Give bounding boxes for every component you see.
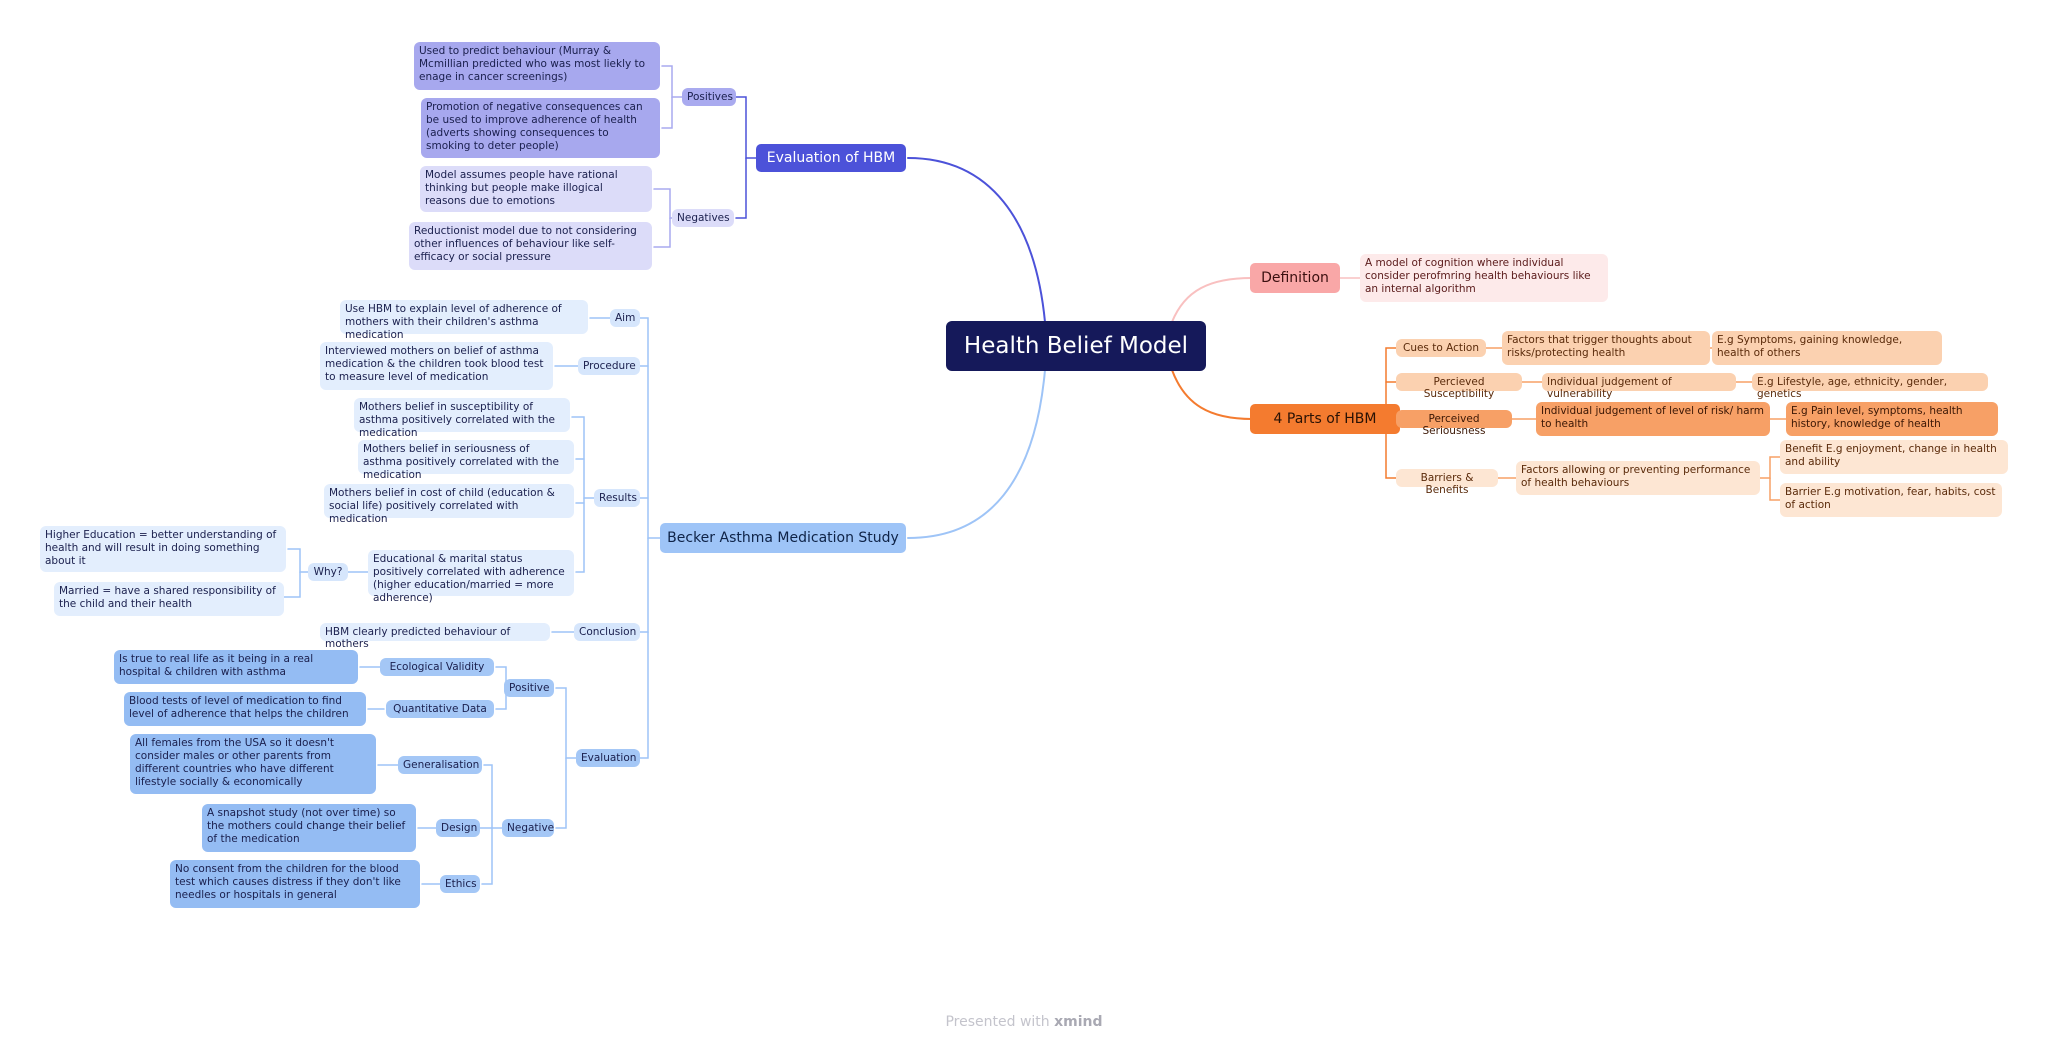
aim-text[interactable]: Use HBM to explain level of adherence of… [340, 300, 588, 341]
label-positives[interactable]: Positives [682, 88, 736, 106]
benefit-example[interactable]: Benefit E.g enjoyment, change in health … [1780, 440, 2008, 474]
link-center-becker [907, 369, 1046, 539]
hbm-negative-1[interactable]: Model assumes people have rational think… [420, 166, 652, 212]
label-ethics[interactable]: Ethics [440, 875, 480, 893]
label-cues-to-action[interactable]: Cues to Action [1396, 339, 1486, 357]
cues-example[interactable]: E.g Symptoms, gaining knowledge, health … [1712, 331, 1942, 365]
xmind-brand: xmind [1054, 1014, 1103, 1030]
definition-text[interactable]: A model of cognition where individual co… [1360, 254, 1608, 302]
hbm-negative-2[interactable]: Reductionist model due to not considerin… [409, 222, 652, 270]
label-barriers-benefits[interactable]: Barriers & Benefits [1396, 469, 1498, 496]
label-aim[interactable]: Aim [610, 309, 640, 327]
susceptibility-example[interactable]: E.g Lifestyle, age, ethnicity, gender, g… [1752, 373, 1988, 400]
topic-becker-study[interactable]: Becker Asthma Medication Study [660, 523, 906, 553]
quantitative-data-text[interactable]: Blood tests of level of medication to fi… [124, 692, 366, 726]
hbm-positive-1[interactable]: Used to predict behaviour (Murray & Mcmi… [414, 42, 660, 90]
susceptibility-desc[interactable]: Individual judgement of vulnerability [1542, 373, 1736, 400]
hbm-positive-2[interactable]: Promotion of negative consequences can b… [421, 98, 660, 158]
topic-evaluation-of-hbm[interactable]: Evaluation of HBM [756, 144, 906, 172]
result-2[interactable]: Mothers belief in seriousness of asthma … [358, 440, 574, 481]
link-center-definition [1171, 277, 1253, 323]
label-procedure[interactable]: Procedure [578, 357, 640, 375]
conclusion-text[interactable]: HBM clearly predicted behaviour of mothe… [320, 623, 550, 650]
barrier-example[interactable]: Barrier E.g motivation, fear, habits, co… [1780, 483, 2002, 517]
topic-4-parts-of-hbm[interactable]: 4 Parts of HBM [1250, 404, 1400, 434]
label-ecological-validity[interactable]: Ecological Validity [380, 658, 494, 676]
label-why[interactable]: Why? [308, 563, 348, 581]
result-3[interactable]: Mothers belief in cost of child (educati… [324, 484, 574, 525]
link-center-parts [1171, 369, 1253, 420]
link-center-evaluation [907, 157, 1046, 323]
label-perceived-seriousness[interactable]: Perceived Seriousness [1396, 410, 1512, 437]
label-percieved-susceptibility[interactable]: Percieved Susceptibility [1396, 373, 1522, 400]
label-quantitative-data[interactable]: Quantitative Data [386, 700, 494, 718]
label-conclusion[interactable]: Conclusion [574, 623, 640, 641]
label-design[interactable]: Design [436, 819, 480, 837]
topic-definition[interactable]: Definition [1250, 263, 1340, 293]
presented-with-footer: Presented with xmind [0, 1014, 2048, 1030]
footer-prefix: Presented with [945, 1014, 1055, 1030]
label-generalisation[interactable]: Generalisation [398, 756, 482, 774]
label-negative[interactable]: Negative [502, 819, 554, 837]
seriousness-example[interactable]: E.g Pain level, symptoms, health history… [1786, 402, 1998, 436]
ecological-validity-text[interactable]: Is true to real life as it being in a re… [114, 650, 358, 684]
label-evaluation[interactable]: Evaluation [576, 749, 640, 767]
cues-desc[interactable]: Factors that trigger thoughts about risk… [1502, 331, 1710, 365]
label-negatives[interactable]: Negatives [672, 209, 734, 227]
why-2[interactable]: Married = have a shared responsibility o… [54, 582, 284, 616]
central-topic[interactable]: Health Belief Model [946, 321, 1206, 371]
seriousness-desc[interactable]: Individual judgement of level of risk/ h… [1536, 402, 1770, 436]
generalisation-text[interactable]: All females from the USA so it doesn't c… [130, 734, 376, 794]
label-results[interactable]: Results [594, 489, 640, 507]
procedure-text[interactable]: Interviewed mothers on belief of asthma … [320, 342, 553, 390]
label-positive[interactable]: Positive [504, 679, 554, 697]
barriers-desc[interactable]: Factors allowing or preventing performan… [1516, 461, 1760, 495]
design-text[interactable]: A snapshot study (not over time) so the … [202, 804, 416, 852]
result-1[interactable]: Mothers belief in susceptibility of asth… [354, 398, 570, 439]
result-4[interactable]: Educational & marital status positively … [368, 550, 574, 604]
ethics-text[interactable]: No consent from the children for the blo… [170, 860, 420, 908]
why-1[interactable]: Higher Education = better understanding … [40, 526, 286, 572]
